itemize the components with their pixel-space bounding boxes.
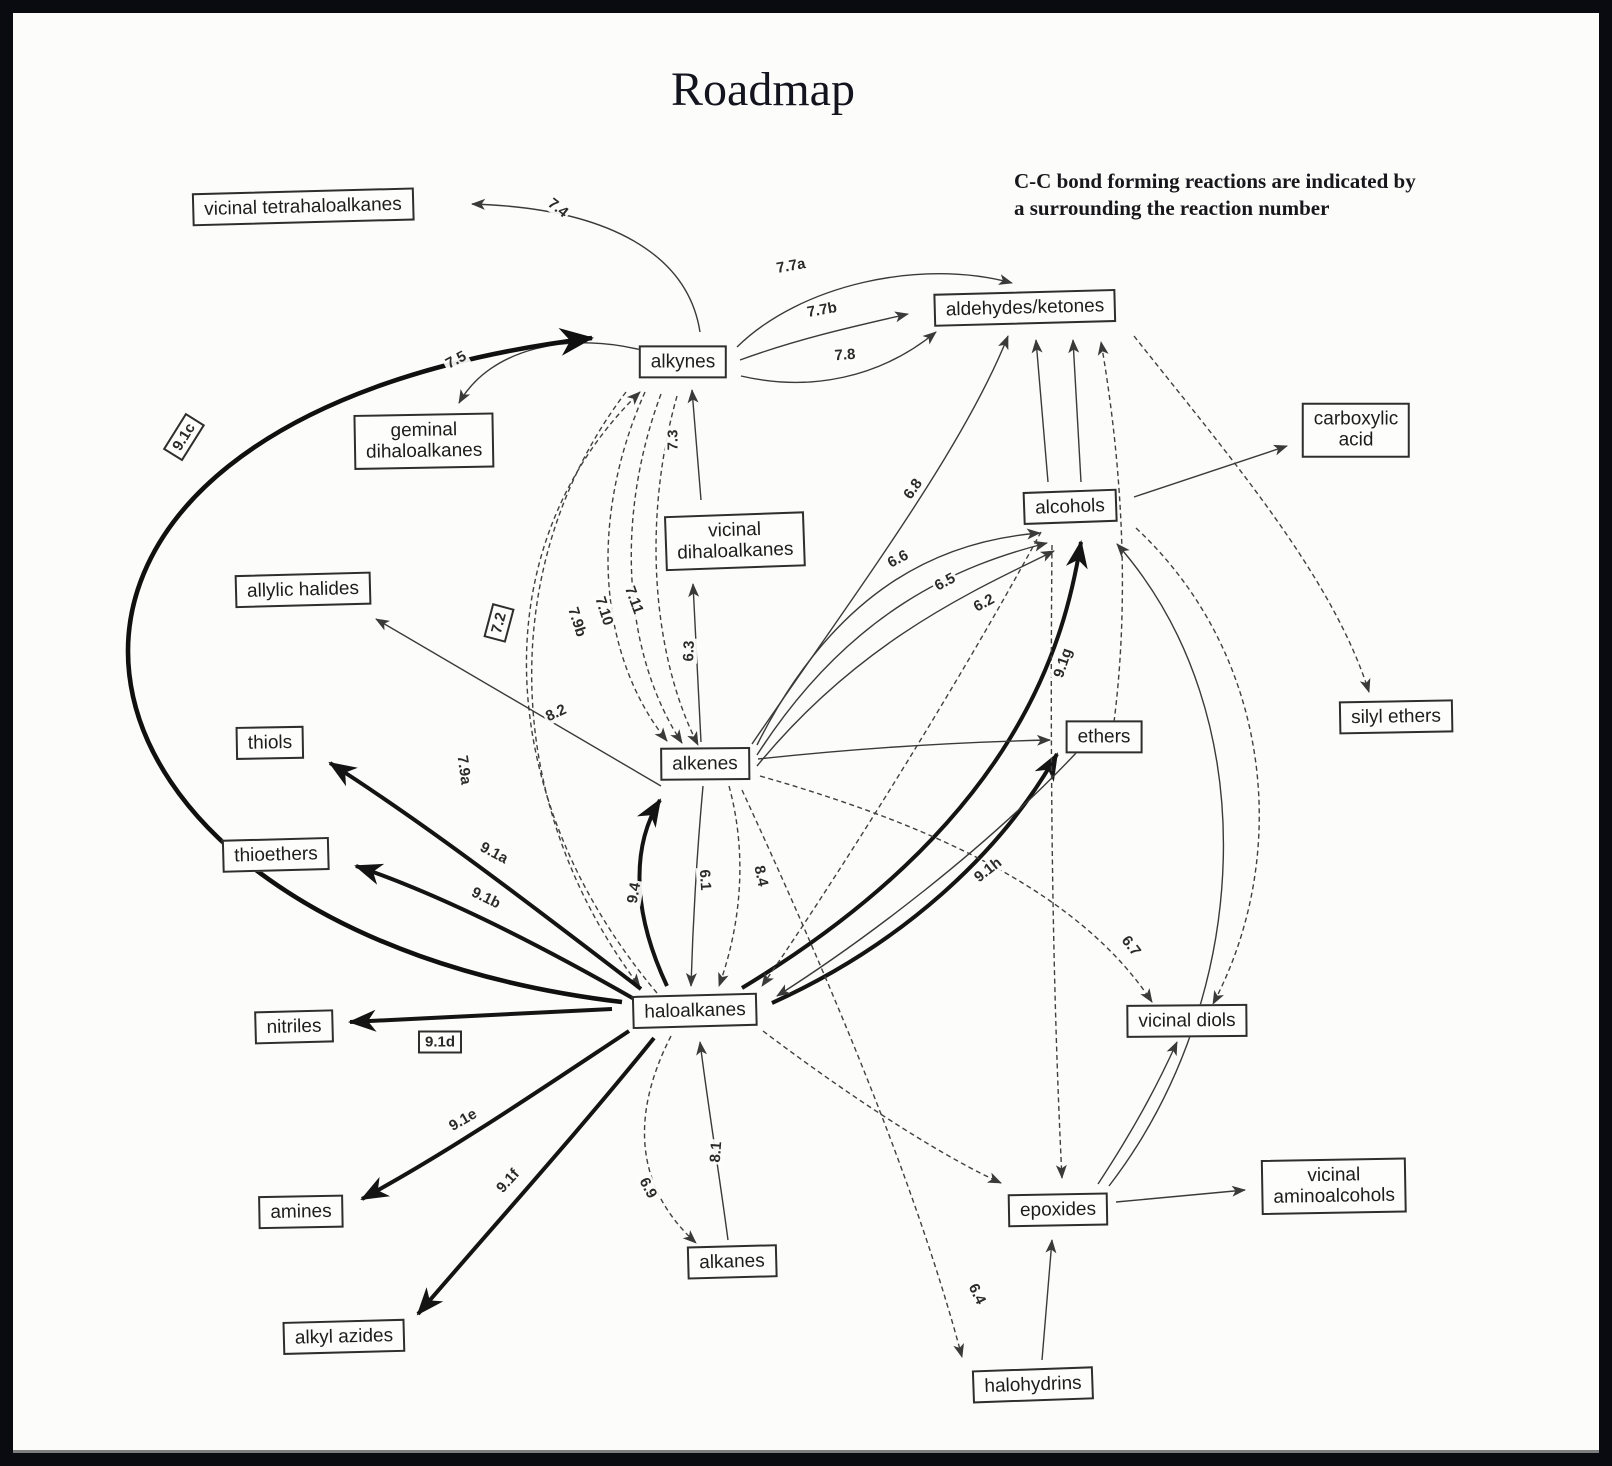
reaction-number-label-rx-6-1: 6.1 [695, 867, 715, 893]
arrow-rx-7-7b [739, 311, 909, 361]
arrow-ethers-aldehydes [1097, 341, 1124, 723]
arrow-rx-7-7a [736, 273, 1013, 348]
node-vicinal-diols: vicinal diols [1126, 1003, 1248, 1039]
arrow-halohydrins-epoxides [1041, 1239, 1057, 1361]
arrow-epoxides-alcohols [1108, 543, 1225, 1187]
arrow-rx-7-8 [740, 331, 937, 384]
arrow-rx-7-5 [458, 342, 650, 404]
cc-bond-note: C-C bond forming reactions are indicated… [1014, 169, 1416, 220]
reaction-number-label-rx-9-1d: 9.1d [417, 1030, 463, 1054]
reaction-number-label-rx-7-8: 7.8 [832, 345, 858, 365]
node-vicinal-aminoalcohols: vicinal aminoalcohols [1260, 1157, 1408, 1215]
node-alcohols: alcohols [1022, 488, 1118, 526]
arrow-rx-6-4 [741, 789, 964, 1358]
arrow-ethers-haloalkanes [776, 751, 1078, 997]
arrow-aldehydes-silyl-ethers [1133, 335, 1371, 693]
node-carboxylic-acid: carboxylic acid [1301, 402, 1411, 458]
arrow-alcohols-vicinal-diols [1135, 527, 1260, 1005]
reaction-number-label-rx-8-1: 8.1 [706, 1139, 726, 1165]
arrow-rx-7-9b [607, 391, 668, 742]
arrow-rx-6-9 [643, 1035, 697, 1244]
node-vicinal-tetrahaloalkanes: vicinal tetrahaloalkanes [191, 187, 415, 227]
node-halohydrins: halohydrins [971, 1366, 1095, 1404]
node-vicinal-dihaloalkanes: vicinal dihaloalkanes [663, 511, 807, 571]
arrow-rx-9-1b [354, 863, 637, 1002]
page-title: Roadmap [671, 63, 855, 116]
arrow-rx-7-2 [525, 391, 658, 994]
node-alkynes: alkynes [638, 345, 728, 379]
node-aldehydes-ketones: aldehydes/ketones [933, 288, 1117, 328]
arrow-rx-9-1f [416, 1036, 656, 1316]
arrow-rx-8-4 [718, 785, 741, 987]
arrow-alcohols-aldehydes-2 [1068, 339, 1082, 483]
arrow-rx-7-3 [687, 389, 702, 501]
arrow-epoxides-aminoalcohols [1115, 1185, 1246, 1203]
node-ethers: ethers [1065, 720, 1143, 754]
arrow-alcohols-haloalkanes [761, 531, 1042, 987]
arrow-rx-6-7 [759, 775, 1153, 1003]
arrow-rx-9-1g [740, 540, 1088, 990]
arrow-alkenes-ethers [757, 734, 1051, 760]
reaction-number-label-rx-7-3: 7.3 [664, 427, 682, 453]
node-thiols: thiols [235, 725, 305, 761]
arrow-rx-9-1e [360, 1029, 631, 1201]
node-silyl-ethers: silyl ethers [1338, 699, 1454, 735]
node-geminal-dihaloalkanes: geminal dihaloalkanes [353, 412, 495, 470]
arrow-rx-6-2 [756, 550, 1055, 767]
arrow-rx-7-9a [530, 391, 641, 988]
arrow-rx-7-4 [471, 198, 701, 333]
arrow-rx-6-6 [756, 528, 1041, 746]
arrow-rx-6-5 [756, 540, 1048, 756]
node-epoxides: epoxides [1007, 1192, 1109, 1228]
node-alkenes: alkenes [660, 746, 750, 782]
arrow-rx-7-10 [630, 393, 683, 744]
arrow-rx-6-1 [685, 785, 704, 987]
node-thioethers: thioethers [221, 836, 331, 874]
arrow-alcohols-epoxides [1050, 544, 1067, 1179]
arrow-haloalkanes-epoxides [762, 1030, 1002, 1184]
arrow-rx-9-1c [125, 328, 623, 1005]
arrow-epoxides-vicinal-diols [1097, 1041, 1178, 1185]
arrow-rx-9-1d [348, 1007, 613, 1032]
node-amines: amines [258, 1194, 344, 1230]
node-alkanes: alkanes [686, 1244, 778, 1280]
node-haloalkanes: haloalkanes [631, 992, 759, 1030]
arrow-rx-8-2 [375, 618, 662, 787]
arrow-rx-9-4 [636, 798, 669, 987]
node-allylic-halides: allylic halides [234, 571, 372, 609]
node-alkyl-azides: alkyl azides [282, 1318, 406, 1356]
node-nitriles: nitriles [254, 1009, 334, 1045]
arrow-rx-9-1h [771, 752, 1059, 1005]
arrow-alcohols-aldehydes-1 [1031, 339, 1049, 483]
arrow-rx-9-1a [328, 761, 643, 991]
arrow-alcohols-carboxylic-acid [1133, 444, 1288, 498]
reaction-number-label-rx-6-3: 6.3 [680, 638, 698, 664]
